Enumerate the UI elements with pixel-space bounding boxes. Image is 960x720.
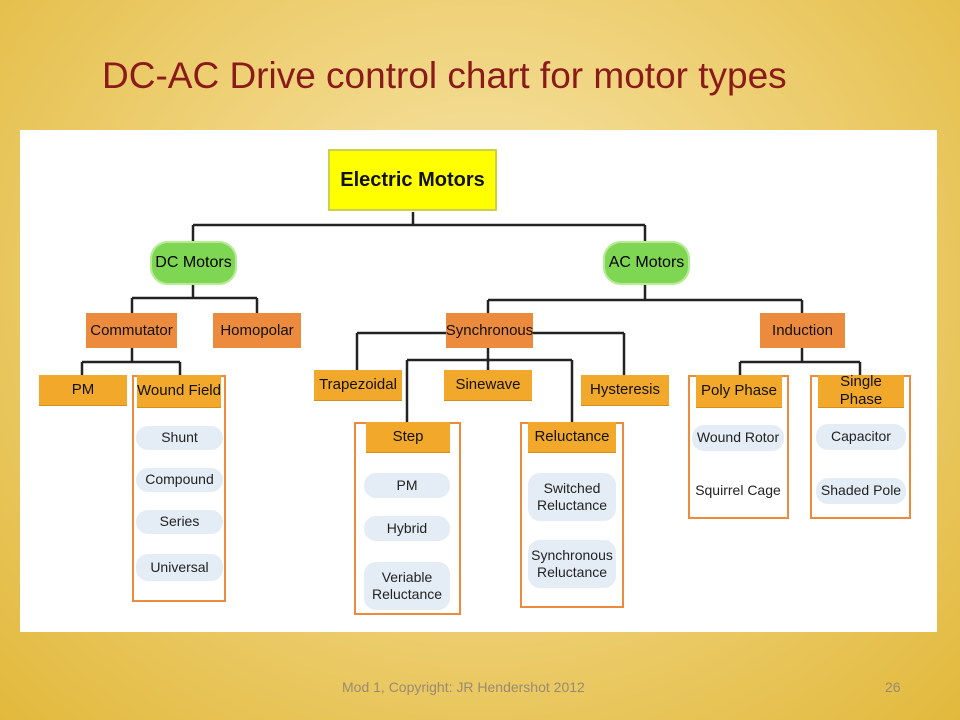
synchronous-node: Synchronous	[446, 313, 533, 348]
wound-field-item-universal: Universal	[136, 554, 223, 581]
connector-lines	[80, 212, 862, 422]
hysteresis-node: Hysteresis	[581, 375, 669, 405]
poly-phase-item-squirrel-cage: Squirrel Cage	[695, 482, 781, 499]
dc-motors-node: DC Motors	[150, 241, 237, 285]
root-electric-motors: Electric Motors	[328, 149, 497, 211]
step-item-veriable-reluctance: Veriable Reluctance	[364, 562, 450, 610]
homopolar-node: Homopolar	[213, 313, 301, 348]
single-phase-item-capacitor: Capacitor	[816, 424, 906, 450]
induction-node: Induction	[760, 313, 845, 348]
step-item-hybrid: Hybrid	[364, 516, 450, 541]
poly-phase-item-wound-rotor: Wound Rotor	[692, 425, 784, 451]
reluctance-node: Reluctance	[528, 422, 616, 452]
ac-motors-node: AC Motors	[603, 241, 690, 285]
pm-node: PM	[39, 375, 127, 405]
slide-title: DC-AC Drive control chart for motor type…	[102, 55, 787, 96]
wound-field-item-series: Series	[136, 510, 223, 534]
motor-types-diagram: Electric Motors DC Motors Commutator Hom…	[20, 130, 937, 632]
reluctance-item-switched: Switched Reluctance	[528, 473, 616, 521]
single-phase-item-shaded-pole: Shaded Pole	[816, 478, 906, 504]
reluctance-item-synchronous: Synchronous Reluctance	[528, 540, 616, 588]
single-phase-node: Single Phase	[818, 373, 904, 408]
commutator-node: Commutator	[86, 313, 177, 348]
trapezoidal-node: Trapezoidal	[314, 370, 402, 400]
wound-field-item-compound: Compound	[136, 468, 223, 492]
footer-copyright: Mod 1, Copyright: JR Hendershot 2012	[342, 679, 585, 695]
sinewave-node: Sinewave	[444, 370, 532, 400]
wound-field-item-shunt: Shunt	[136, 426, 223, 450]
step-node: Step	[366, 422, 450, 452]
poly-phase-node: Poly Phase	[696, 375, 782, 407]
page-number: 26	[885, 679, 901, 695]
step-item-pm: PM	[364, 473, 450, 498]
wound-field-node: Wound Field	[137, 375, 221, 407]
